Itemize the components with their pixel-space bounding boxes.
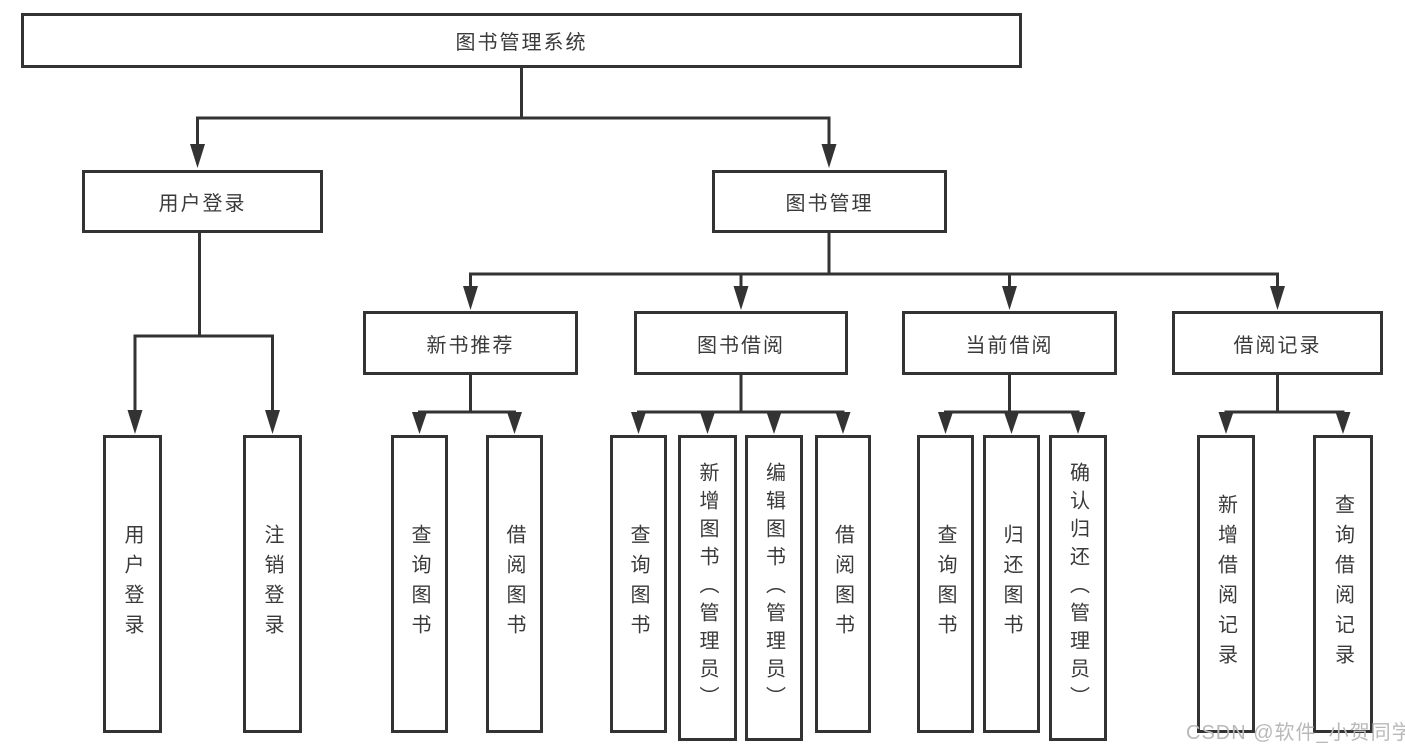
leaf-query-books-recommend: 查询图书 (391, 435, 448, 733)
arrowheads (127, 144, 1351, 434)
group-borrowing-records: 借阅记录 (1172, 311, 1383, 375)
leaf-edit-book-admin: 编辑图书（管理员） (745, 435, 803, 741)
root-node: 图书管理系统 (21, 13, 1022, 68)
leaf-logout-login: 注销登录 (243, 435, 302, 733)
branch-book-management: 图书管理 (712, 170, 947, 233)
leaf-user-login: 用户登录 (103, 435, 162, 733)
leaf-confirm-return-admin: 确认归还（管理员） (1049, 435, 1107, 741)
group-new-book-recommendation: 新书推荐 (363, 311, 578, 375)
branch-user-login: 用户登录 (82, 170, 323, 233)
group-book-borrowing: 图书借阅 (634, 311, 848, 375)
group-current-borrowing: 当前借阅 (902, 311, 1117, 375)
leaf-borrow-books-borrowing: 借阅图书 (815, 435, 871, 733)
leaf-query-books-current: 查询图书 (917, 435, 974, 733)
leaf-query-books-borrowing: 查询图书 (610, 435, 667, 733)
leaf-query-borrow-record: 查询借阅记录 (1313, 435, 1373, 733)
leaf-return-books: 归还图书 (983, 435, 1040, 733)
leaf-add-book-admin: 新增图书（管理员） (678, 435, 737, 741)
leaf-add-borrow-record: 新增借阅记录 (1197, 435, 1255, 733)
leaf-borrow-books-recommend: 借阅图书 (486, 435, 543, 733)
watermark: CSDN @软件_小贺同学 (1186, 722, 1405, 744)
